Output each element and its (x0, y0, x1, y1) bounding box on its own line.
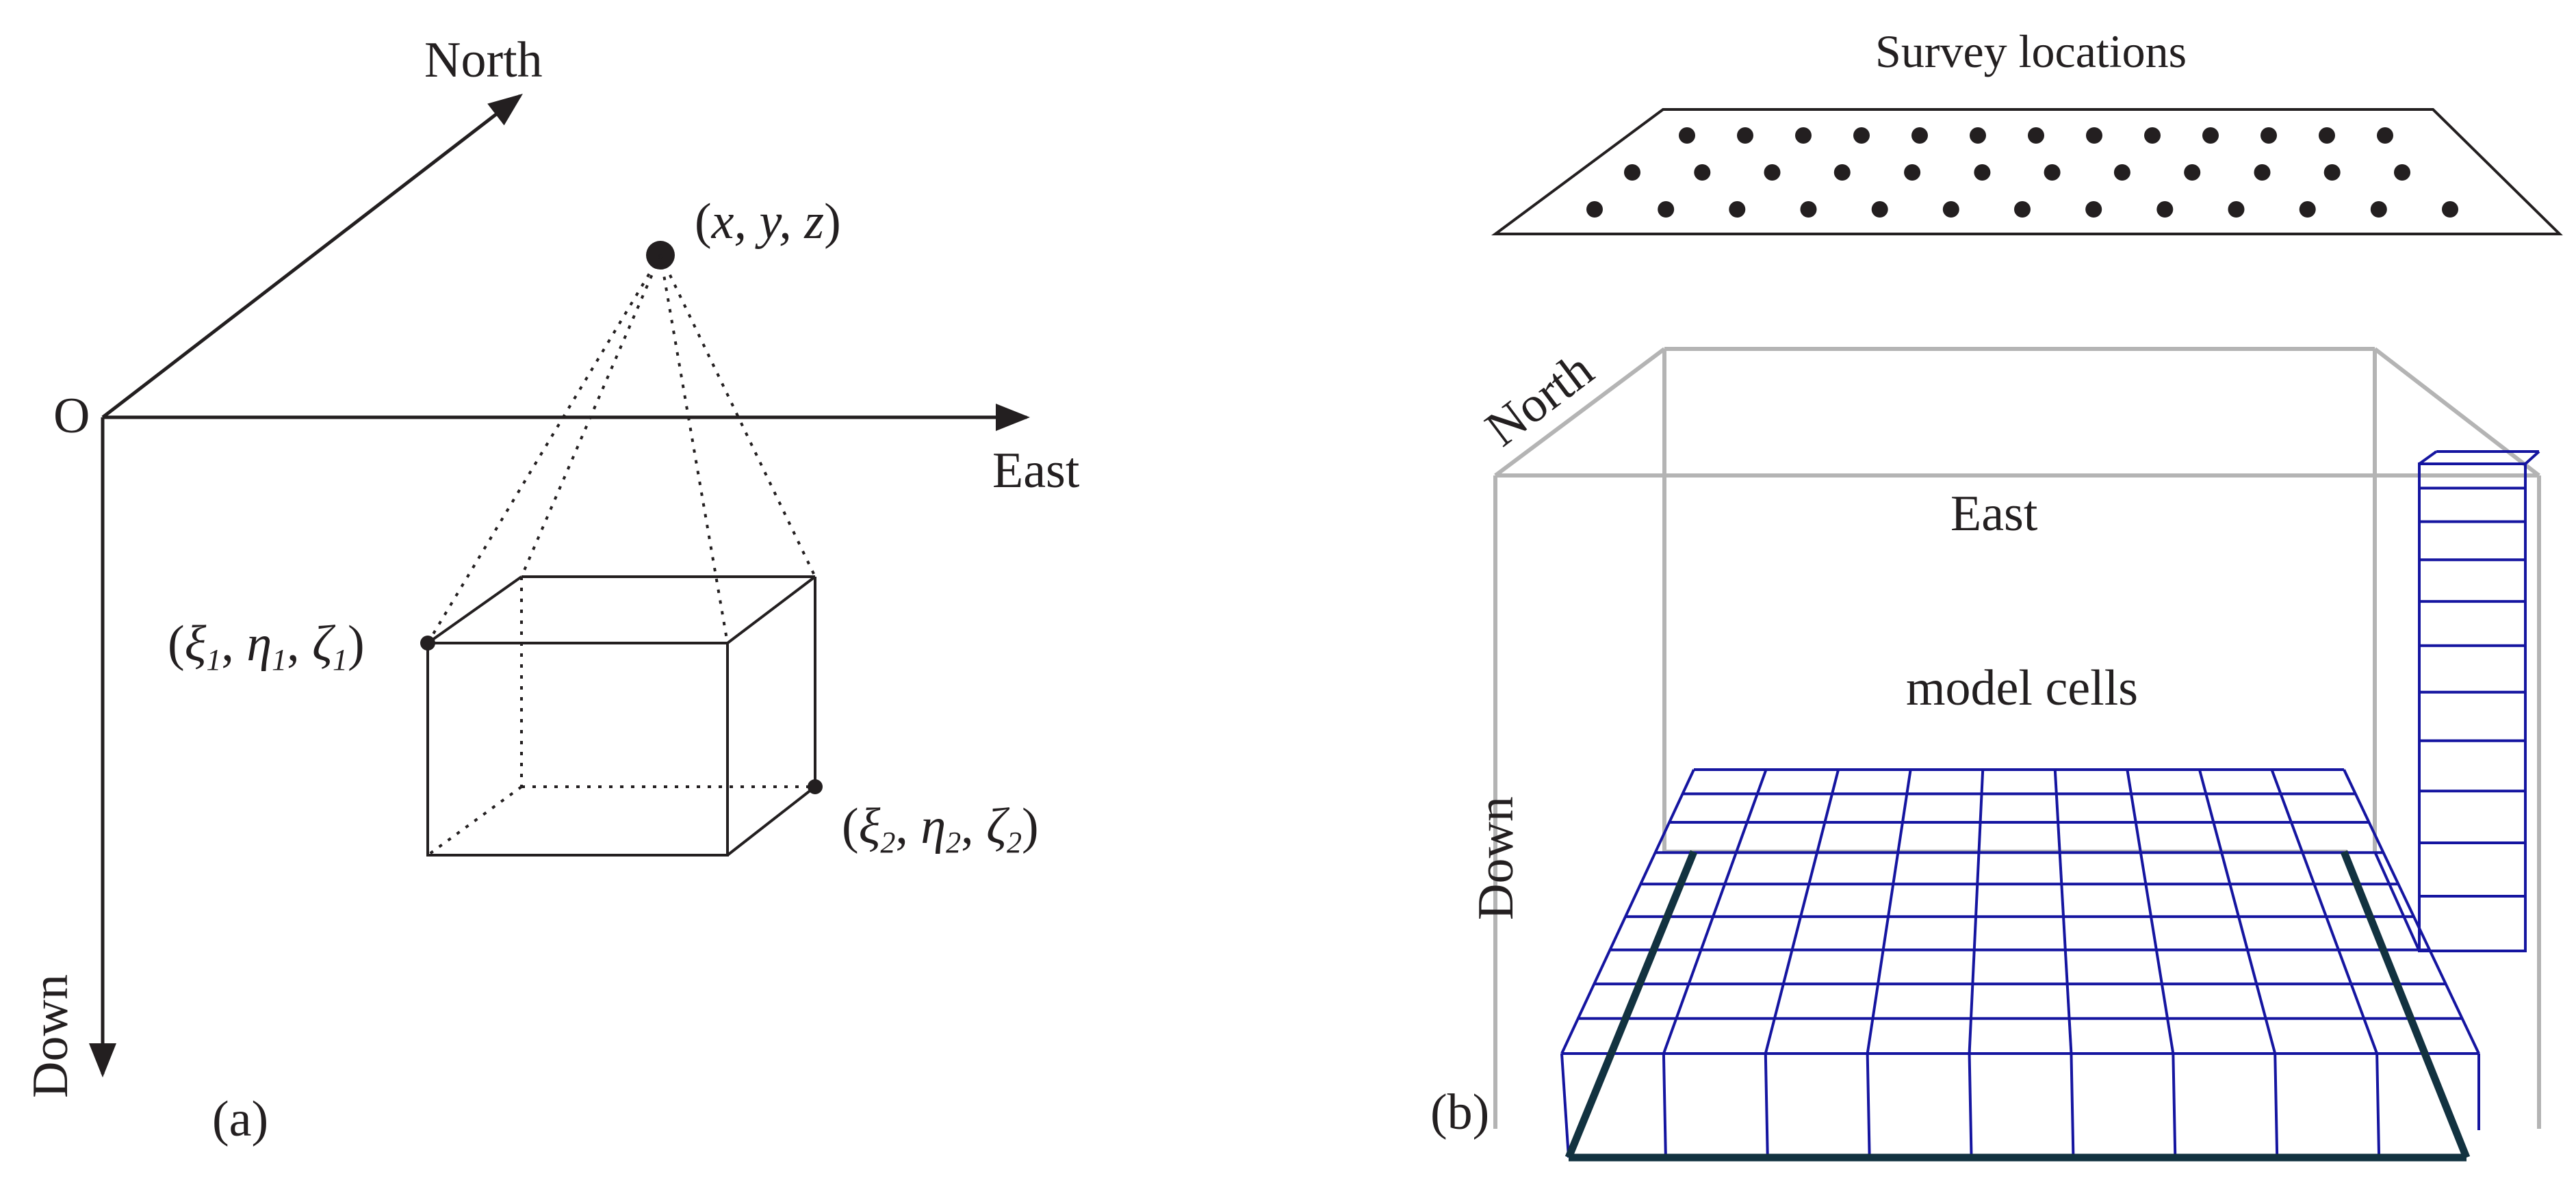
survey-point (2044, 164, 2061, 181)
grid-face-line (2172, 1053, 2177, 1158)
grid-column-line (2343, 769, 2480, 1054)
survey-point (2085, 201, 2102, 218)
survey-point (1800, 201, 1817, 218)
survey-point (2261, 127, 2277, 144)
grid-face-line (1968, 1053, 1973, 1158)
vertical-column-join (2373, 851, 2421, 952)
survey-point (1729, 201, 1746, 218)
panel-b-label: (b) (1430, 1084, 1489, 1140)
grid-face-edge (1560, 1053, 1570, 1158)
survey-point (2202, 127, 2219, 144)
prism-hidden-edges (426, 577, 815, 857)
grid-column-line (1560, 769, 1695, 1054)
model-bounding-box (1493, 347, 2541, 1129)
survey-point (1737, 127, 1753, 144)
origin-label: O (53, 388, 90, 444)
survey-point (2144, 127, 2161, 144)
prism-box (426, 575, 816, 857)
vertical-cell-column (2418, 462, 2527, 952)
survey-point (1904, 164, 1921, 181)
model-cell-grid (1560, 450, 2540, 1158)
grid-face-line (1662, 1053, 1667, 1158)
survey-point (2028, 127, 2044, 144)
survey-point (1974, 164, 1991, 181)
prism-corner-2-marker (808, 779, 823, 794)
grid-column-line (2126, 769, 2175, 1054)
survey-point (2228, 201, 2245, 218)
survey-point (2377, 127, 2393, 144)
survey-points (1586, 127, 2458, 218)
survey-point (1679, 127, 1695, 144)
panel-a-label: (a) (212, 1091, 268, 1147)
prism-corner-1-label: (ξ1, η1, ζ1) (168, 616, 365, 677)
projection-lines (426, 254, 816, 644)
survey-point (1970, 127, 1986, 144)
down-label-a: Down (23, 974, 79, 1098)
survey-point (1911, 127, 1928, 144)
vertical-column-top-edge (2418, 450, 2438, 465)
grid-face-line (2274, 1053, 2279, 1158)
grid-column-line (1866, 769, 1912, 1054)
east-label-b: East (1950, 486, 2038, 542)
survey-point (1658, 201, 1675, 218)
down-label-b: Down (1468, 796, 1524, 920)
survey-point (2113, 164, 2130, 181)
grid-column-line (1662, 769, 1768, 1054)
survey-point (2086, 127, 2102, 144)
grid-column-line (2270, 769, 2378, 1054)
survey-plane (1491, 108, 2563, 235)
survey-point (1871, 201, 1888, 218)
survey-point (2014, 201, 2031, 218)
survey-point (1764, 164, 1781, 181)
grid-column-line (2053, 769, 2073, 1054)
grid-face-line (2375, 1053, 2381, 1158)
vertical-column-top-edge (2524, 450, 2540, 465)
survey-point (2442, 201, 2458, 218)
survey-point (1942, 201, 1959, 218)
panel-a (89, 93, 1030, 1077)
prism-corner-2-label: (ξ2, η2, ζ2) (842, 798, 1039, 859)
survey-locations-title: Survey locations (1875, 25, 2187, 77)
grid-column-line (1764, 769, 1840, 1054)
survey-point (2319, 127, 2335, 144)
model-cells-label: model cells (1906, 660, 2138, 716)
survey-point (2299, 201, 2316, 218)
grid-face-line (2070, 1053, 2075, 1158)
survey-point (2156, 201, 2174, 218)
prism-corner-1-marker (420, 636, 435, 651)
survey-point (2394, 164, 2410, 181)
survey-point (1833, 164, 1851, 181)
north-label-a: North (424, 32, 543, 88)
survey-point (1694, 164, 1711, 181)
survey-point (1624, 164, 1640, 181)
survey-point (2370, 201, 2387, 218)
survey-point (1853, 127, 1870, 144)
survey-point (1586, 201, 1603, 218)
grid-face-line (1866, 1053, 1871, 1158)
east-label-a: East (992, 443, 1080, 499)
grid-column-line (2198, 769, 2277, 1054)
survey-point (2254, 164, 2271, 181)
grid-face-line (1764, 1053, 1769, 1158)
survey-point (2323, 164, 2341, 181)
model-frame (1564, 850, 2471, 1162)
observation-point-label: (x, y, z) (695, 194, 841, 250)
survey-point (2184, 164, 2201, 181)
north-axis-arrow (101, 93, 523, 419)
grid-column-line (1968, 769, 1985, 1054)
survey-point (1795, 127, 1812, 144)
